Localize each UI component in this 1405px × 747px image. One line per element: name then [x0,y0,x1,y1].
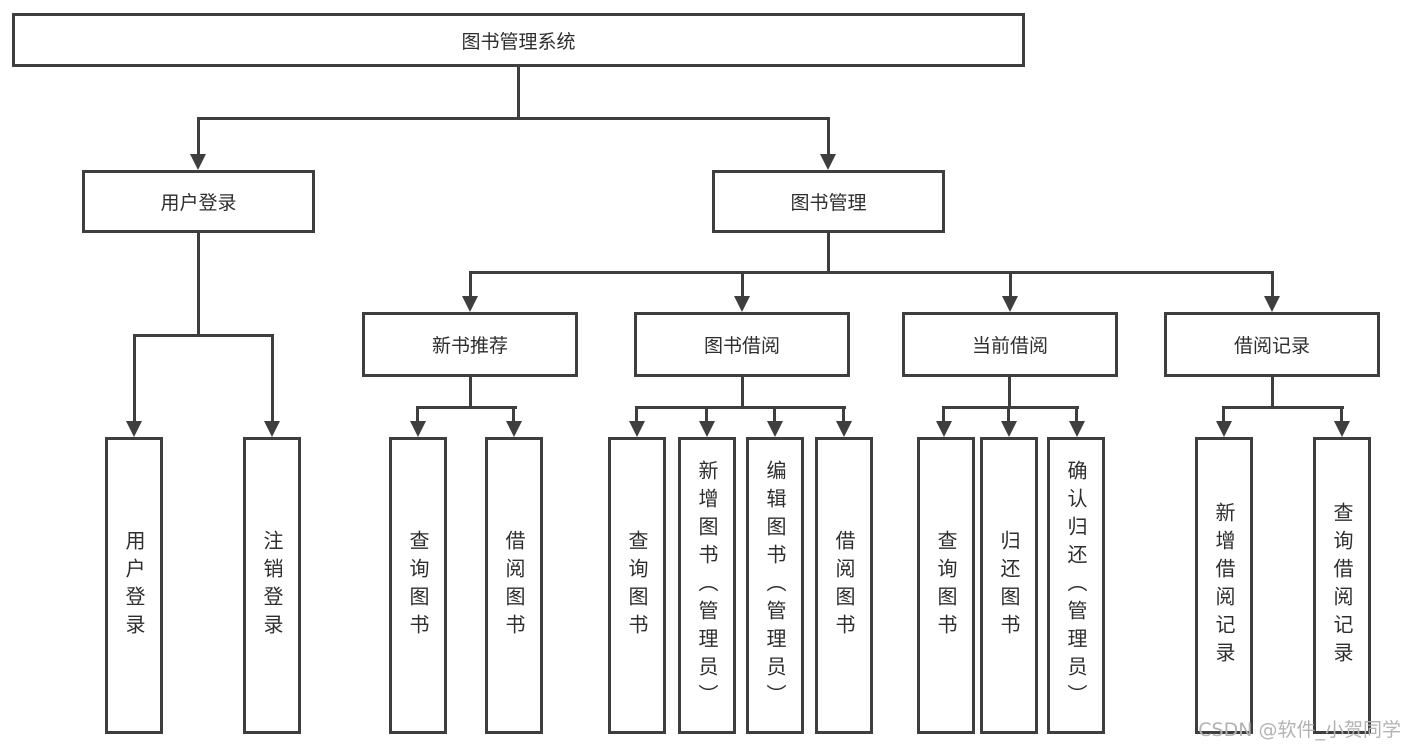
leaf-query-borrow-record: 查询借阅记录 [1313,437,1371,734]
arrow-down-icon [820,154,836,170]
connector-line [827,117,830,156]
arrow-down-icon [1001,421,1017,437]
node-book-borrowing: 图书借阅 [634,312,850,377]
leaf-add-books-admin: 新增图书（管理员） [678,437,736,734]
leaf-query-books-borrow: 查询图书 [608,437,666,734]
leaf-edit-books-admin: 编辑图书（管理员） [746,437,804,734]
connector-line [271,334,274,422]
arrow-down-icon [734,296,750,312]
connector-line [469,271,472,298]
arrow-down-icon [1069,421,1085,437]
leaf-return-books: 归还图书 [980,437,1038,734]
connector-line [133,334,274,337]
connector-line [705,406,708,423]
node-new-book-recommendation: 新书推荐 [362,312,578,377]
leaf-add-borrow-record: 新增借阅记录 [1195,437,1253,734]
arrow-down-icon [767,421,783,437]
leaf-query-borrow-record-label: 查询借阅记录 [1330,501,1354,670]
leaf-edit-books-admin-label: 编辑图书（管理员） [763,459,787,712]
connector-line [197,117,200,156]
connector-line [741,271,744,298]
leaf-user-login: 用户登录 [105,437,163,734]
connector-line [1271,271,1274,298]
node-new-book-recommendation-label: 新书推荐 [431,335,508,357]
connector-line [517,67,520,118]
leaf-borrow-books-borrow-label: 借阅图书 [832,529,856,642]
leaf-add-borrow-record-label: 新增借阅记录 [1212,501,1236,670]
connector-line [1075,406,1078,423]
connector-line [842,406,845,423]
connector-line [197,117,830,120]
connector-line [635,406,846,409]
arrow-down-icon [126,421,142,437]
arrow-down-icon [264,421,280,437]
node-book-management: 图书管理 [712,170,945,233]
arrow-down-icon [1216,421,1232,437]
connector-line [1009,271,1012,298]
leaf-query-books-current: 查询图书 [917,437,975,734]
connector-line [416,406,419,423]
leaf-borrow-books-newbook: 借阅图书 [485,437,543,734]
arrow-down-icon [629,421,645,437]
arrow-down-icon [699,421,715,437]
leaf-confirm-return-admin-label: 确认归还（管理员） [1064,459,1088,712]
connector-line [197,233,200,336]
leaf-user-login-label: 用户登录 [122,529,146,642]
leaf-borrow-books-borrow: 借阅图书 [815,437,873,734]
connector-line [942,406,1079,409]
connector-line [741,377,744,408]
connector-line [416,406,517,409]
node-current-borrowing: 当前借阅 [902,312,1118,377]
node-book-management-label: 图书管理 [790,192,867,214]
connector-line [1222,406,1344,409]
connector-line [1271,377,1274,408]
arrow-down-icon [410,421,426,437]
connector-line [1008,377,1011,408]
arrow-down-icon [506,421,522,437]
arrow-down-icon [1334,421,1350,437]
connector-line [773,406,776,423]
leaf-query-books-newbook: 查询图书 [389,437,447,734]
connector-line [942,406,945,423]
connector-line [635,406,638,423]
connector-line [469,377,472,408]
leaf-query-books-current-label: 查询图书 [934,529,958,642]
leaf-logout-label: 注销登录 [260,529,284,642]
node-user-login: 用户登录 [82,170,315,233]
arrow-down-icon [936,421,952,437]
node-borrowing-records: 借阅记录 [1164,312,1380,377]
node-book-borrowing-label: 图书借阅 [703,335,780,357]
arrow-down-icon [1264,296,1280,312]
leaf-logout: 注销登录 [243,437,301,734]
node-borrowing-records-label: 借阅记录 [1233,335,1310,357]
connector-line [512,406,515,423]
connector-line [469,271,1274,274]
leaf-query-books-borrow-label: 查询图书 [625,529,649,642]
node-root: 图书管理系统 [12,13,1025,67]
connector-line [827,233,830,273]
leaf-add-books-admin-label: 新增图书（管理员） [695,459,719,712]
arrow-down-icon [836,421,852,437]
node-user-login-label: 用户登录 [160,192,237,214]
node-current-borrowing-label: 当前借阅 [971,335,1048,357]
arrow-down-icon [462,296,478,312]
connector-line [1340,406,1343,423]
leaf-query-books-newbook-label: 查询图书 [406,529,430,642]
leaf-borrow-books-newbook-label: 借阅图书 [502,529,526,642]
connector-line [133,334,136,422]
arrow-down-icon [190,154,206,170]
leaf-confirm-return-admin: 确认归还（管理员） [1047,437,1105,734]
leaf-return-books-label: 归还图书 [997,529,1021,642]
watermark: CSDN @软件_小贺同学 [1198,719,1401,741]
connector-line [1007,406,1010,423]
arrow-down-icon [1002,296,1018,312]
node-root-label: 图书管理系统 [461,30,576,53]
connector-line [1222,406,1225,423]
